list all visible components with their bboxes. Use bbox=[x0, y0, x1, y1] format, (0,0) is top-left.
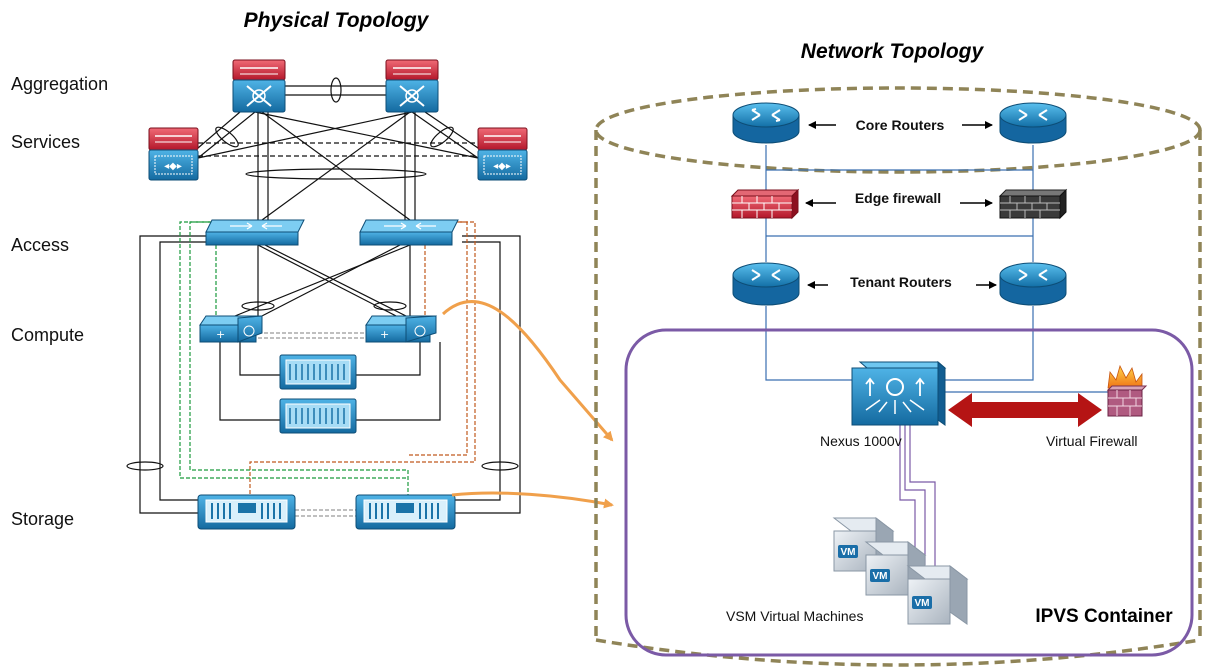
nexus-label: Nexus 1000v bbox=[820, 433, 902, 449]
edge-firewall-label: Edge firewall bbox=[855, 190, 941, 206]
edge-firewall-red bbox=[730, 188, 800, 220]
tenant-router-left bbox=[732, 262, 800, 306]
core-routers-label: Core Routers bbox=[856, 117, 945, 133]
svg-text:+: + bbox=[216, 328, 225, 341]
vm-links bbox=[899, 425, 936, 575]
layer-label-storage: Storage bbox=[11, 509, 74, 529]
core-router-left bbox=[732, 102, 800, 144]
vm-label: VM bbox=[873, 571, 888, 582]
aggregation-switch-left bbox=[232, 59, 286, 113]
vsm-virtual-machines-label: VSM Virtual Machines bbox=[726, 608, 863, 624]
bidirectional-arrow bbox=[948, 393, 1102, 427]
compute-to-container-arrow bbox=[441, 300, 614, 442]
services-appliance-right: ◂◆▸ bbox=[477, 127, 528, 181]
layer-label-compute: Compute bbox=[11, 325, 84, 345]
access-switch-left bbox=[205, 219, 305, 246]
vm-label: VM bbox=[841, 547, 856, 558]
svg-text:◂◆▸: ◂◆▸ bbox=[493, 161, 511, 172]
core-router-right bbox=[999, 102, 1067, 144]
tenant-routers-label: Tenant Routers bbox=[850, 274, 952, 290]
network-cylinder bbox=[594, 86, 1202, 667]
edge-firewall-black bbox=[998, 188, 1068, 220]
storage-to-container-arrow bbox=[451, 491, 614, 509]
svg-text:◂◆▸: ◂◆▸ bbox=[164, 161, 182, 172]
virtual-firewall-icon bbox=[1106, 364, 1148, 417]
ipvs-container-label: IPVS Container bbox=[1035, 606, 1173, 627]
tenant-router-right bbox=[999, 262, 1067, 306]
nexus-1000v-switch bbox=[851, 360, 947, 426]
svg-text:+: + bbox=[380, 328, 389, 341]
vm-label: VM bbox=[915, 598, 930, 609]
blade-chassis-bottom bbox=[279, 398, 357, 434]
layer-label-aggregation: Aggregation bbox=[11, 74, 108, 94]
network-topology-title: Network Topology bbox=[801, 40, 985, 63]
storage-array-right bbox=[355, 494, 456, 530]
ipvs-container-border bbox=[624, 328, 1194, 657]
storage-array-left bbox=[197, 494, 296, 530]
physical-topology-title: Physical Topology bbox=[244, 9, 430, 32]
vm-cube-3: VM bbox=[906, 564, 969, 625]
blade-chassis-top bbox=[279, 354, 357, 390]
services-appliance-left: ◂◆▸ bbox=[148, 127, 199, 181]
virtual-firewall-label: Virtual Firewall bbox=[1046, 433, 1138, 449]
layer-label-access: Access bbox=[11, 235, 69, 255]
access-switch-right bbox=[359, 219, 459, 246]
vm-cube-2: VM bbox=[864, 540, 927, 596]
physical-links bbox=[126, 77, 521, 517]
compute-fabric-left: + bbox=[199, 315, 263, 343]
layer-label-services: Services bbox=[11, 132, 80, 152]
green-san-links bbox=[179, 221, 409, 495]
aggregation-switch-right bbox=[385, 59, 439, 113]
compute-fabric-right: + bbox=[365, 315, 437, 343]
